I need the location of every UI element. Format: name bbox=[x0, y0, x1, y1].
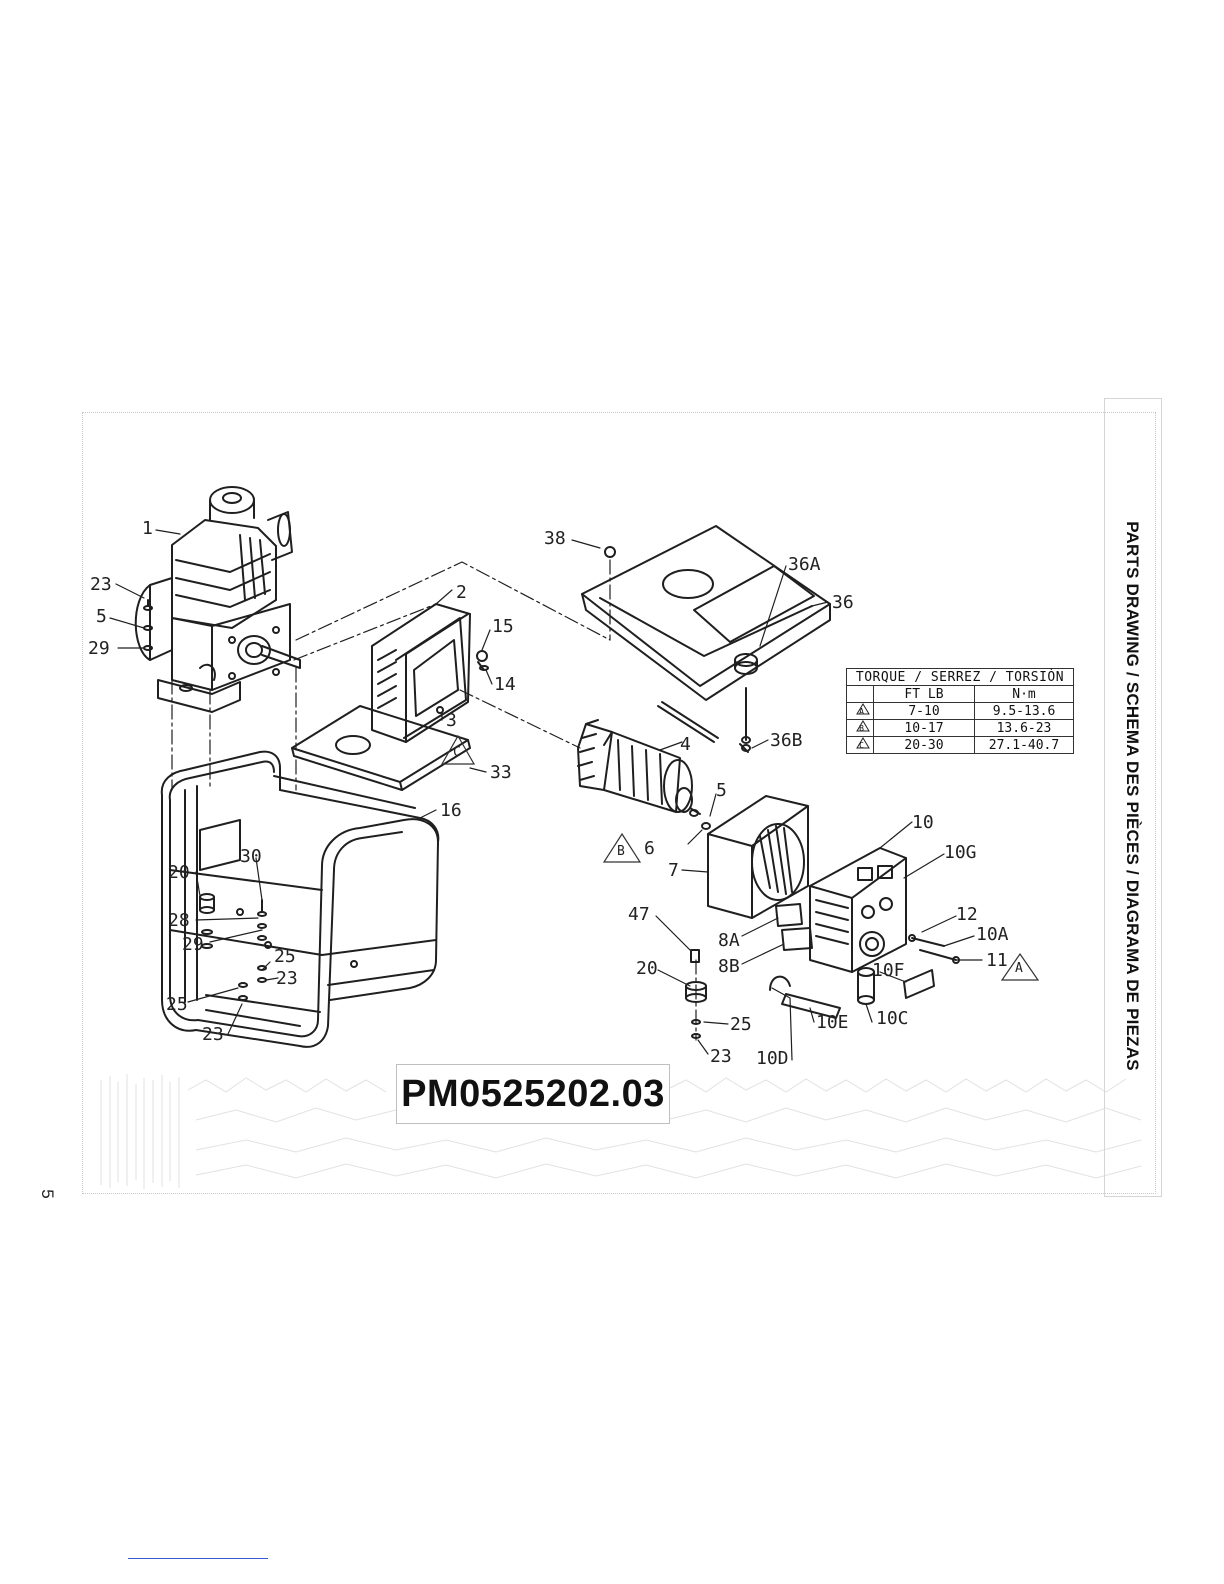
callout-11: 11 bbox=[986, 952, 1008, 970]
callout-29-engine: 29 bbox=[88, 640, 110, 658]
torque-col-nm: N·m bbox=[975, 686, 1074, 703]
torque-symbol-cell: A bbox=[847, 703, 874, 720]
callout-1: 1 bbox=[142, 520, 153, 538]
engine-part bbox=[136, 487, 300, 712]
callout-29-frame: 29 bbox=[182, 936, 204, 954]
callout-3: 3 bbox=[446, 712, 457, 730]
callout-16: 16 bbox=[440, 802, 462, 820]
torque-symbol-cell: B bbox=[847, 720, 874, 737]
callout-33: 33 bbox=[490, 764, 512, 782]
panel-fasteners bbox=[909, 935, 959, 963]
top-cover-part bbox=[582, 526, 830, 700]
through-bolt-part bbox=[658, 702, 750, 752]
callout-23-frame-bottom: 23 bbox=[202, 1026, 224, 1044]
torque-col-ftlb: FT LB bbox=[874, 686, 975, 703]
model-number-label: PM0525202.03 bbox=[396, 1064, 670, 1124]
callout-8a: 8A bbox=[718, 932, 740, 950]
callout-5-engine: 5 bbox=[96, 608, 107, 626]
callout-5-rotor: 5 bbox=[716, 782, 727, 800]
torque-nm-value: 27.1-40.7 bbox=[975, 737, 1074, 754]
callout-28: 28 bbox=[168, 912, 190, 930]
torque-row-c: C 20-30 27.1-40.7 bbox=[847, 737, 1074, 754]
callout-47: 47 bbox=[628, 906, 650, 924]
torque-table-header: TORQUE / SERREZ / TORSIÓN bbox=[847, 669, 1074, 686]
torque-col-symbol bbox=[847, 686, 874, 703]
callout-15: 15 bbox=[492, 618, 514, 636]
torque-symbol-cell: C bbox=[847, 737, 874, 754]
torque-table-column-row: FT LB N·m bbox=[847, 686, 1074, 703]
callout-12: 12 bbox=[956, 906, 978, 924]
footer-link-line bbox=[128, 1558, 268, 1559]
triangle-c-letter: C bbox=[859, 741, 864, 750]
callout-25-stator: 25 bbox=[730, 1016, 752, 1034]
callout-4: 4 bbox=[680, 736, 691, 754]
torque-marker-part-6: B bbox=[617, 845, 625, 858]
control-panel-part bbox=[810, 848, 906, 972]
torque-spec-table: TORQUE / SERREZ / TORSIÓN FT LB N·m A 7-… bbox=[846, 668, 1074, 754]
torque-nm-value: 9.5-13.6 bbox=[975, 703, 1074, 720]
callout-36b: 36B bbox=[770, 732, 803, 750]
torque-marker-part-3: C bbox=[453, 746, 461, 759]
callout-6: 6 bbox=[644, 840, 655, 858]
callout-23-engine: 23 bbox=[90, 576, 112, 594]
callout-10g: 10G bbox=[944, 844, 977, 862]
callout-10c: 10C bbox=[876, 1010, 909, 1028]
torque-nm-value: 13.6-23 bbox=[975, 720, 1074, 737]
callout-36a: 36A bbox=[788, 556, 821, 574]
torque-ftlb-value: 20-30 bbox=[874, 737, 975, 754]
callout-7: 7 bbox=[668, 862, 679, 880]
callout-25-frame-left: 25 bbox=[166, 996, 188, 1014]
torque-ftlb-value: 10-17 bbox=[874, 720, 975, 737]
callout-30: 30 bbox=[240, 848, 262, 866]
callout-2: 2 bbox=[456, 584, 467, 602]
callout-36: 36 bbox=[832, 594, 854, 612]
callout-38: 38 bbox=[544, 530, 566, 548]
fan-fasteners bbox=[477, 651, 488, 670]
wiring-small-parts bbox=[770, 968, 934, 1018]
callout-10: 10 bbox=[912, 814, 934, 832]
torque-row-b: B 10-17 13.6-23 bbox=[847, 720, 1074, 737]
frame-mounts bbox=[200, 894, 266, 1000]
triangle-b-letter: B bbox=[859, 724, 864, 733]
torque-marker-part-11: A bbox=[1015, 962, 1023, 975]
callout-25-frame-right: 25 bbox=[274, 948, 296, 966]
callout-10e: 10E bbox=[816, 1014, 849, 1032]
callout-10d: 10D bbox=[756, 1050, 789, 1068]
callout-10f: 10F bbox=[872, 962, 905, 980]
torque-ftlb-value: 7-10 bbox=[874, 703, 975, 720]
callout-23-stator: 23 bbox=[710, 1048, 732, 1066]
callout-14: 14 bbox=[494, 676, 516, 694]
callout-20-frame: 20 bbox=[168, 864, 190, 882]
callout-20-stator: 20 bbox=[636, 960, 658, 978]
callout-8b: 8B bbox=[718, 958, 740, 976]
callout-23-frame-right: 23 bbox=[276, 970, 298, 988]
torque-row-a: A 7-10 9.5-13.6 bbox=[847, 703, 1074, 720]
callout-10a: 10A bbox=[976, 926, 1009, 944]
triangle-a-letter: A bbox=[859, 707, 864, 716]
